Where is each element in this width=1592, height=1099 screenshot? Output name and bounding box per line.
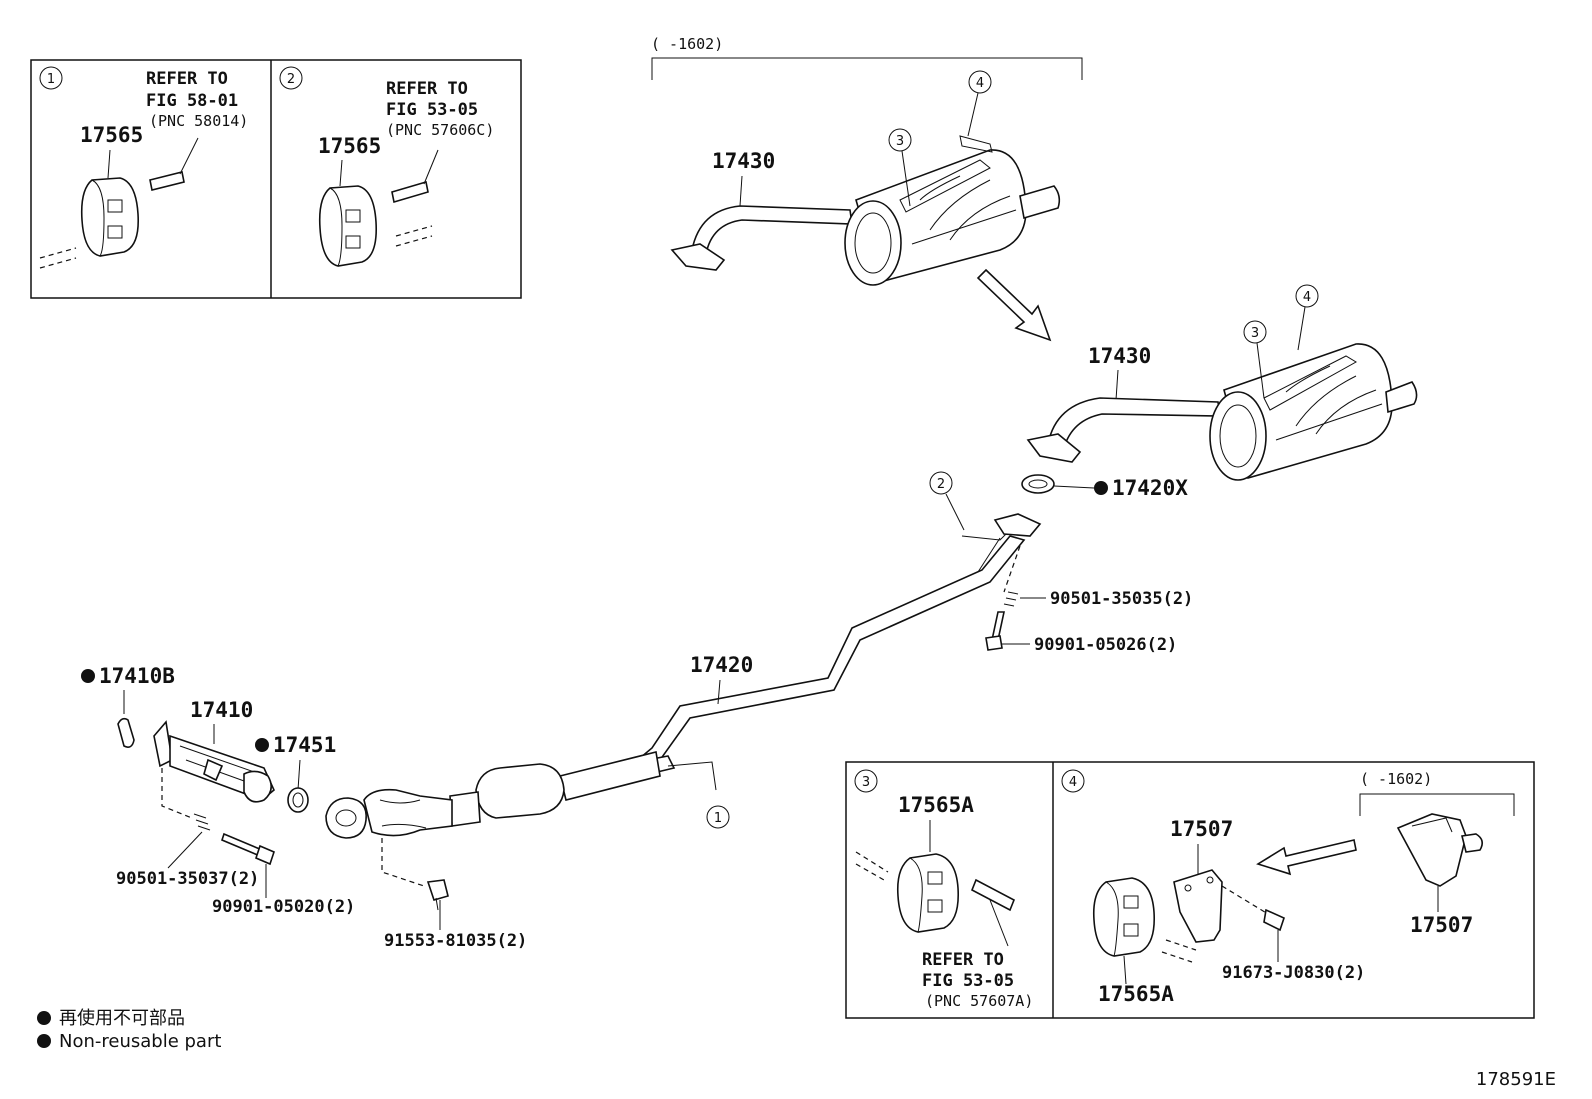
bolt-front-label: 90901-05020(2) — [212, 897, 355, 917]
center-pipe-label: 17420 — [690, 653, 753, 677]
muffler-old-label: 17430 — [712, 149, 775, 173]
inset-3: 3 17565A REFER TO FIG 53-05 (PNC 57607A) — [854, 769, 1033, 1010]
change-arrow-inset4 — [1256, 839, 1357, 876]
muffler-17430-old: 17430 3 4 — [670, 70, 1061, 286]
inset4-callout: 4 — [1069, 775, 1077, 790]
front-gasket-label: 17410B — [99, 664, 175, 688]
inset2-refer-line2: FIG 53-05 — [386, 100, 478, 120]
figure-id: 178591E — [1476, 1069, 1556, 1090]
callout-1-number: 1 — [47, 72, 55, 87]
inset1-part-label: 17565 — [80, 123, 143, 147]
inset3-part-label: 17565A — [898, 793, 974, 817]
inset3-refer-line1: REFER TO — [922, 950, 1004, 970]
inset2-refer-line1: REFER TO — [386, 79, 468, 99]
inset4-bolt-label: 91673-J0830(2) — [1222, 963, 1365, 983]
gasket-rear-label: 17420X — [1112, 476, 1188, 500]
non-reusable-dot-17420x — [1094, 481, 1108, 495]
inset3-refer-line3: (PNC 57607A) — [925, 992, 1033, 1010]
inset4-range-label: ( -1602) — [1360, 770, 1432, 788]
top-range-bracket — [651, 57, 1083, 80]
inset1-refer-line3: (PNC 58014) — [149, 112, 248, 130]
inset3-callout: 3 — [862, 775, 870, 790]
muffler-new-label: 17430 — [1088, 344, 1151, 368]
legend-en-text: Non-reusable part — [59, 1031, 221, 1052]
callout-2-number: 2 — [287, 72, 295, 87]
rubber-hanger-17565-b — [318, 185, 378, 267]
inset-4: 4 ( -1602) 17507 91673-J0830(2) 17565A 1… — [1061, 769, 1515, 1006]
front-pipe-17410: 17410B 17410 90501-35037(2) 90901-05020(… — [81, 664, 355, 917]
muffler-old-callout3: 3 — [896, 134, 904, 149]
muffler-17430-new: 17430 3 4 — [1026, 284, 1418, 481]
spring-front-label: 90501-35037(2) — [116, 869, 259, 889]
top-range-label: ( -1602) — [651, 35, 723, 53]
nut-front-label: 91553-81035(2) — [384, 931, 527, 951]
callout-1-circle — [39, 66, 63, 90]
non-reusable-dot-17451 — [255, 738, 269, 752]
inset4-range-bracket — [1359, 793, 1515, 816]
center-pipe-callout2: 2 — [937, 477, 945, 492]
inset3-refer-line2: FIG 53-05 — [922, 971, 1014, 991]
change-arrow-top — [976, 268, 1052, 342]
legend-jp-text: 再使用不可部品 — [59, 1008, 185, 1029]
muffler-new-callout4: 4 — [1303, 290, 1311, 305]
inset4-old-bracket-label: 17507 — [1410, 913, 1473, 937]
legend-dot-jp — [37, 1011, 51, 1025]
rubber-hanger-17565-a — [80, 177, 140, 257]
inset-2: 2 REFER TO FIG 53-05 (PNC 57606C) 17565 — [279, 66, 494, 267]
spring-rear-label: 90501-35035(2) — [1050, 589, 1193, 609]
legend-dot-en — [37, 1034, 51, 1048]
inset1-refer-line2: FIG 58-01 — [146, 91, 238, 111]
inset2-part-label: 17565 — [318, 134, 381, 158]
front-pipe-label: 17410 — [190, 698, 253, 722]
center-pipe-17420: 2 17420 1 — [325, 471, 1042, 839]
inset-1-2-box — [30, 59, 522, 299]
rear-spring-bolt: 90501-35035(2) 90901-05026(2) — [985, 545, 1193, 655]
muffler-new-callout3: 3 — [1251, 326, 1259, 341]
gasket-17420x: 17420X — [1021, 474, 1188, 500]
ring-gasket-label: 17451 — [273, 733, 336, 757]
muffler-old-callout4: 4 — [976, 76, 984, 91]
ring-gasket-17451: 17451 — [255, 733, 336, 813]
inset4-hanger-label: 17565A — [1098, 982, 1174, 1006]
inset1-refer-line1: REFER TO — [146, 69, 228, 89]
legend: 再使用不可部品 Non-reusable part — [37, 1008, 221, 1052]
inset-3-4-box — [845, 761, 1535, 1019]
callout-2-circle — [279, 66, 303, 90]
bolt-rear-label: 90901-05026(2) — [1034, 635, 1177, 655]
inset4-bracket-label: 17507 — [1170, 817, 1233, 841]
non-reusable-dot-17410b — [81, 669, 95, 683]
front-nut: 91553-81035(2) — [381, 838, 527, 951]
inset-1: 1 REFER TO FIG 58-01 (PNC 58014) 17565 — [39, 66, 248, 269]
center-pipe-callout1: 1 — [714, 811, 722, 826]
inset2-refer-line3: (PNC 57606C) — [386, 121, 494, 139]
